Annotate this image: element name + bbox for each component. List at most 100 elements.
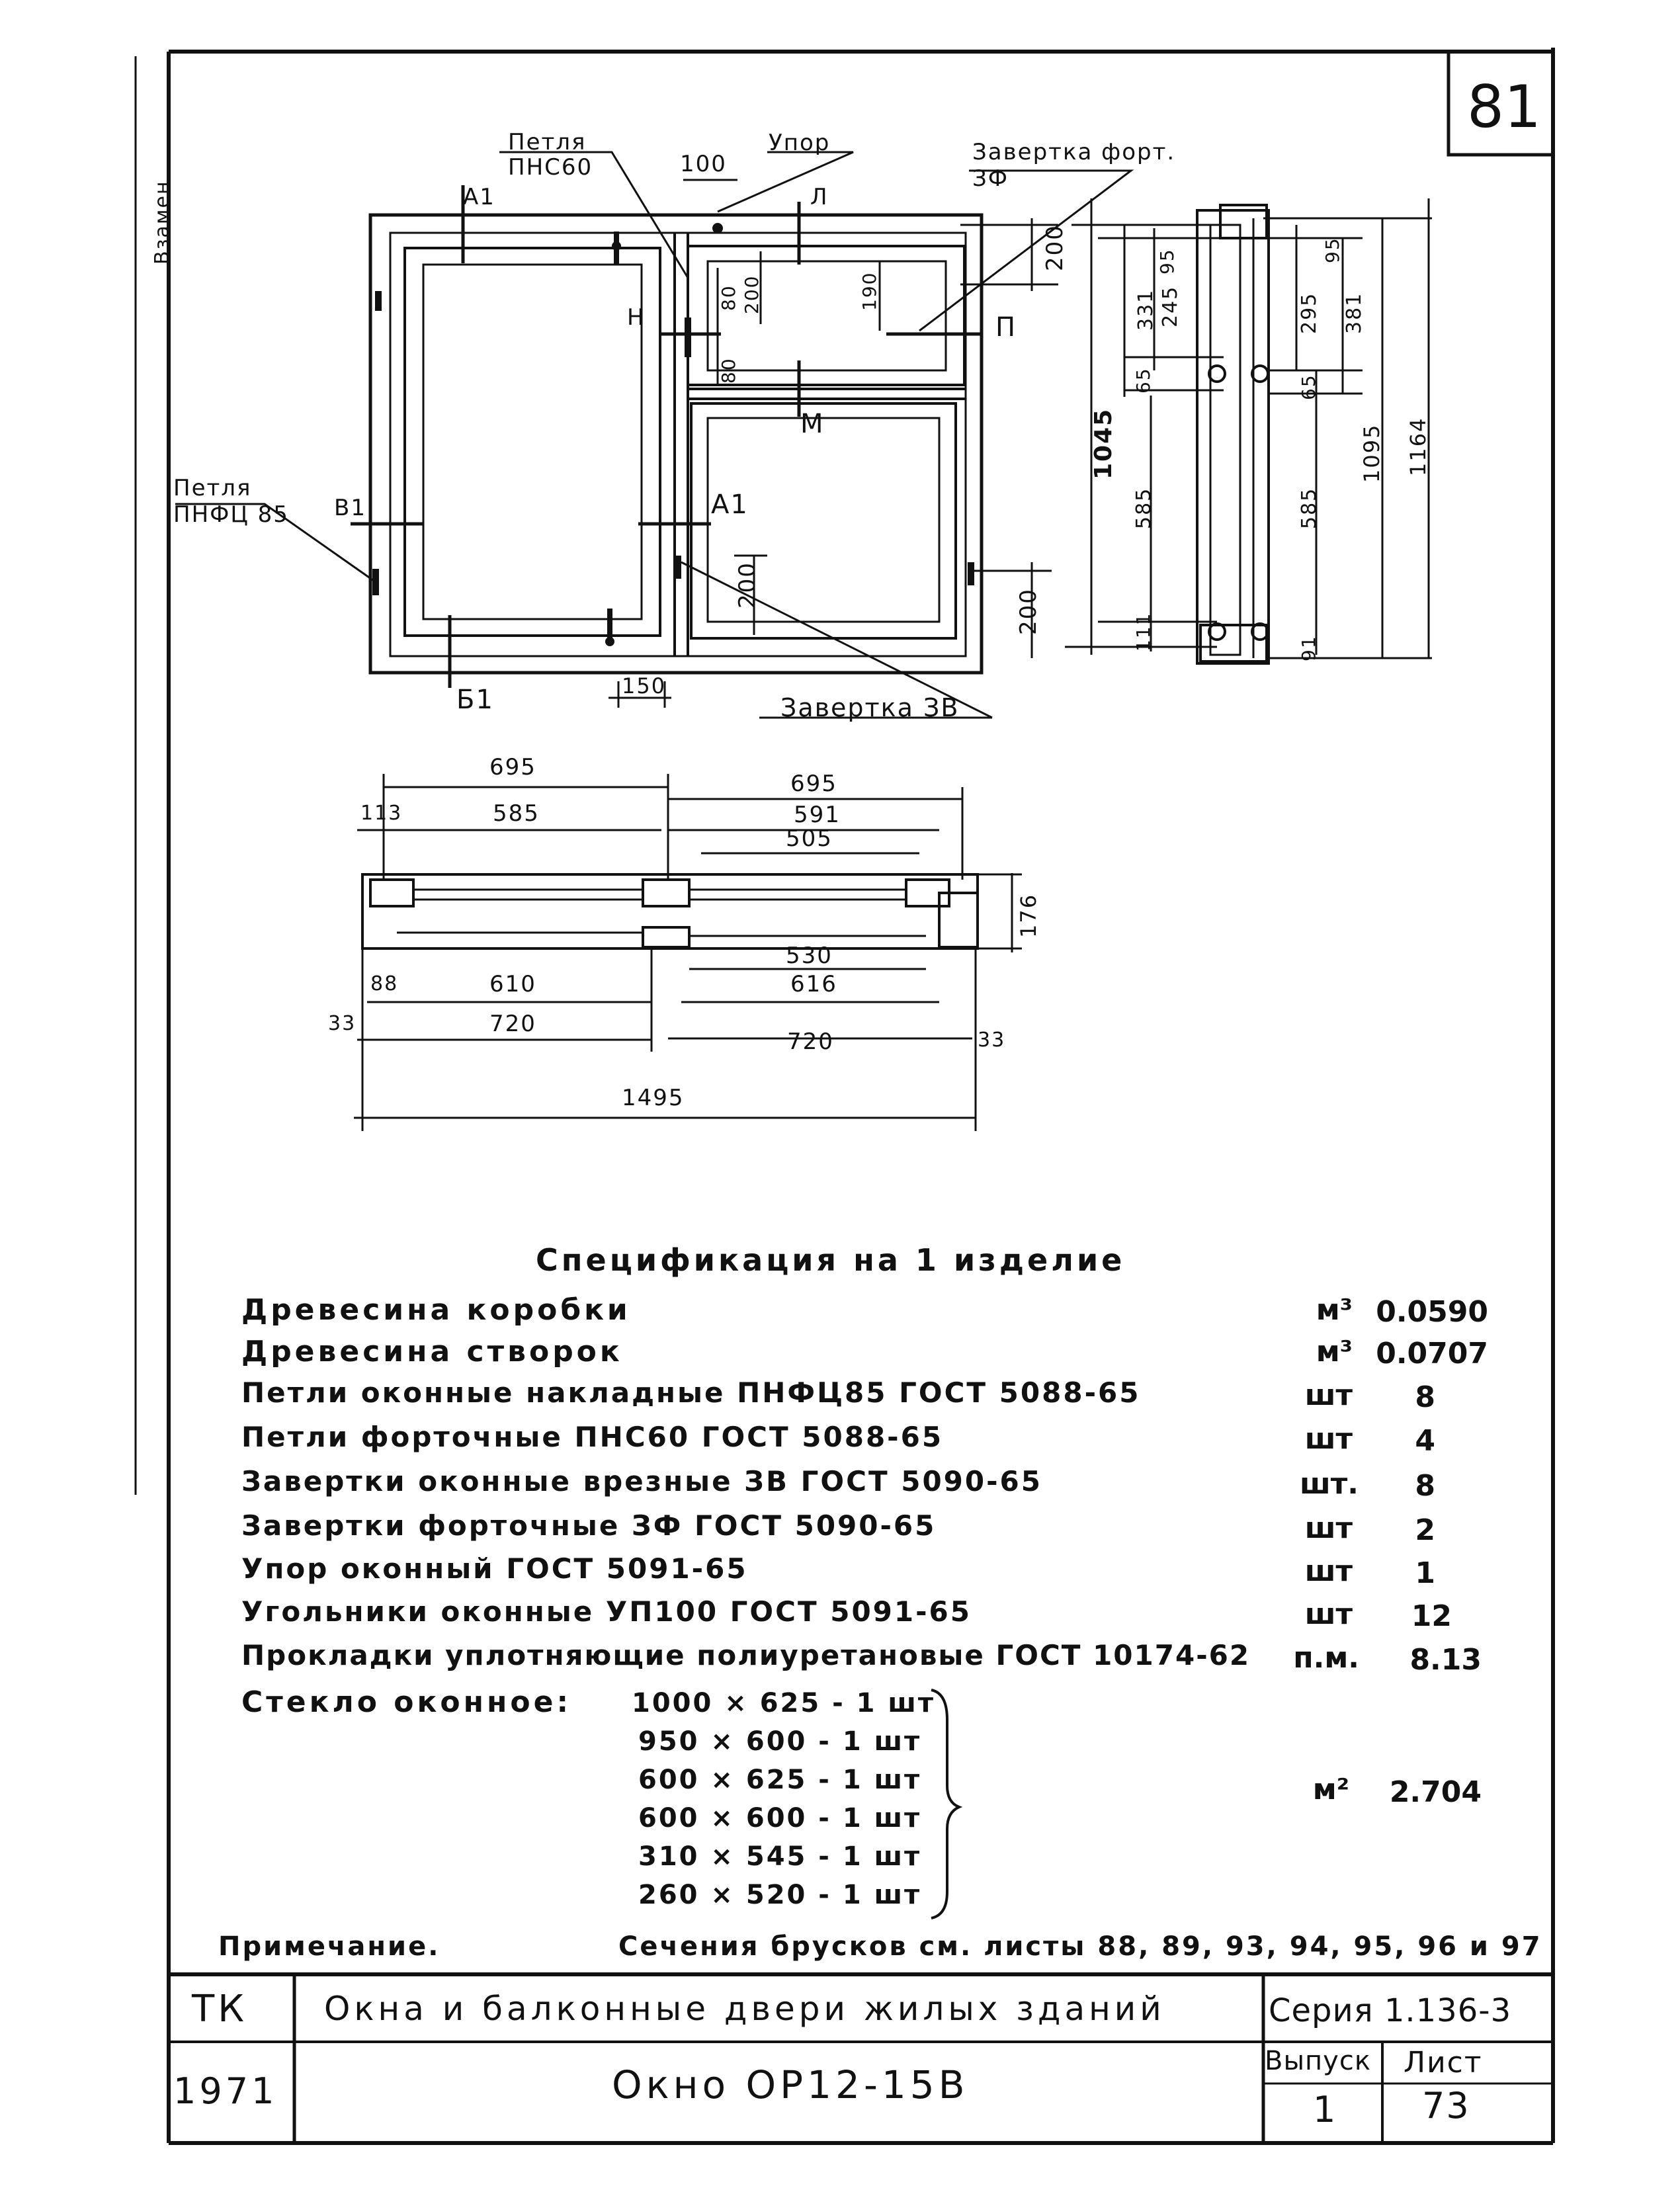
tb-org: ТК bbox=[192, 1988, 247, 2031]
spec-row-8-name: Прокладки уплотняющие полиуретановые ГОС… bbox=[241, 1639, 1251, 1671]
vertical-section-frame bbox=[1196, 209, 1270, 665]
note-text: Сечения брусков см. листы 88, 89, 93, 94… bbox=[618, 1931, 1542, 1962]
spec-row-2-qty: 8 bbox=[1415, 1380, 1435, 1414]
glass-item-1: 950 × 600 - 1 шт bbox=[638, 1726, 922, 1757]
label-latch-zv: Завертка ЗВ bbox=[780, 693, 960, 722]
dim-plan-8: 88 bbox=[370, 972, 399, 995]
dim-front-7: 200 bbox=[1015, 588, 1042, 635]
glass-item-5: 260 × 520 - 1 шт bbox=[638, 1880, 922, 1910]
spec-row-8-qty: 8.13 bbox=[1409, 1643, 1482, 1677]
spec-row-0-name: Древесина коробки bbox=[241, 1293, 631, 1327]
spec-row-6-unit: шт bbox=[1304, 1554, 1353, 1588]
tb-title: Окна и балконные двери жилых зданий bbox=[324, 1990, 1165, 2028]
spec-row-4-unit: шт. bbox=[1300, 1467, 1359, 1501]
right-sash-outer bbox=[690, 402, 957, 640]
spec-row-4-name: Завертки оконные врезные ЗВ ГОСТ 5090-65 bbox=[241, 1465, 1042, 1497]
dim-plan-3: 585 bbox=[493, 800, 540, 827]
tb-issue: 1 bbox=[1313, 2089, 1337, 2130]
spec-row-1-qty: 0.0707 bbox=[1376, 1337, 1488, 1370]
spec-row-7-qty: 12 bbox=[1411, 1599, 1452, 1633]
dim-sect-9: 381 bbox=[1343, 292, 1366, 334]
label-vent-latch: Завертка форт. ЗФ bbox=[972, 139, 1176, 192]
dim-front-4: 190 bbox=[859, 271, 880, 311]
spec-row-7-unit: шт bbox=[1304, 1597, 1353, 1631]
dim-sect-5: 585 bbox=[1132, 487, 1155, 529]
glass-item-0: 1000 × 625 - 1 шт bbox=[632, 1688, 936, 1718]
mark-l: Л bbox=[810, 184, 829, 210]
window-outer-frame bbox=[368, 213, 984, 675]
dim-front-0: 100 bbox=[680, 151, 727, 177]
dim-sect-1: 245 bbox=[1159, 285, 1182, 327]
dim-plan-7: 530 bbox=[786, 943, 833, 969]
dim-sect-14: 91 bbox=[1298, 635, 1320, 661]
glass-label: Стекло оконное: bbox=[241, 1685, 572, 1719]
spec-row-3-unit: шт bbox=[1304, 1422, 1353, 1456]
dim-sect-3: 65 bbox=[1132, 367, 1154, 394]
spec-row-6-name: Упор оконный ГОСТ 5091-65 bbox=[241, 1552, 748, 1585]
glass-unit: м² bbox=[1312, 1773, 1349, 1806]
tb-year: 1971 bbox=[173, 2070, 278, 2112]
vent-sash-outer bbox=[687, 245, 966, 386]
spec-row-5-qty: 2 bbox=[1415, 1513, 1435, 1547]
spec-row-3-name: Петли форточные ПНС60 ГОСТ 5088-65 bbox=[241, 1421, 944, 1453]
note-label: Примечание. bbox=[218, 1931, 441, 1962]
dim-sect-13: 585 bbox=[1298, 487, 1321, 529]
dim-plan-5: 505 bbox=[786, 825, 833, 852]
spec-row-5-unit: шт bbox=[1304, 1511, 1353, 1545]
spec-row-2-name: Петли оконные накладные ПНФЦ85 ГОСТ 5088… bbox=[241, 1376, 1141, 1409]
spec-title: Спецификация на 1 изделие bbox=[536, 1242, 1126, 1278]
label-stop: Упор bbox=[769, 130, 831, 156]
margin-note: Взамен bbox=[151, 180, 174, 265]
spec-row-8-unit: п.м. bbox=[1293, 1641, 1359, 1675]
mark-a1-top: А1 bbox=[463, 184, 495, 210]
dim-sect-10: 65 bbox=[1298, 374, 1320, 400]
dim-plan-10: 616 bbox=[790, 971, 837, 997]
left-sash-outer bbox=[403, 247, 661, 637]
dim-plan-14: 33 bbox=[978, 1029, 1006, 1052]
spec-row-3-qty: 4 bbox=[1415, 1424, 1435, 1458]
spec-row-5-name: Завертки форточные ЗФ ГОСТ 5090-65 bbox=[241, 1509, 937, 1542]
window-inner-frame bbox=[389, 231, 967, 657]
spec-row-4-qty: 8 bbox=[1415, 1469, 1435, 1503]
spec-row-6-qty: 1 bbox=[1415, 1556, 1435, 1590]
dim-plan-9: 610 bbox=[489, 971, 536, 997]
glass-qty: 2.704 bbox=[1389, 1775, 1482, 1809]
spec-row-1-name: Древесина створок bbox=[241, 1335, 623, 1368]
vent-sash-inner bbox=[706, 260, 947, 372]
glass-item-2: 600 × 625 - 1 шт bbox=[638, 1765, 922, 1795]
dim-front-3: 200 bbox=[741, 274, 763, 314]
spec-row-1-unit: м³ bbox=[1316, 1335, 1353, 1368]
plan-section-frame bbox=[361, 873, 979, 950]
dim-front-5: 80 bbox=[718, 357, 739, 384]
mark-n: Н bbox=[627, 304, 646, 331]
dim-sect-2: 95 bbox=[1156, 248, 1178, 274]
spec-row-0-unit: м³ bbox=[1316, 1293, 1353, 1327]
mark-a1-mid: А1 bbox=[711, 489, 749, 520]
right-sash-inner bbox=[706, 417, 941, 623]
dim-plan-6: 176 bbox=[1016, 893, 1041, 938]
dim-plan-15: 1495 bbox=[622, 1085, 685, 1111]
dim-plan-11: 33 bbox=[328, 1012, 357, 1035]
dim-front-8: 150 bbox=[622, 673, 667, 698]
dim-plan-13: 720 bbox=[787, 1029, 834, 1055]
tb-issue-label: Выпуск bbox=[1265, 2046, 1371, 2076]
mark-p: П bbox=[995, 312, 1017, 343]
dim-sect-8: 295 bbox=[1298, 292, 1321, 334]
glass-item-4: 310 × 545 - 1 шт bbox=[638, 1841, 922, 1872]
dim-sect-0: 331 bbox=[1134, 288, 1157, 331]
spec-row-2-unit: шт bbox=[1304, 1378, 1353, 1412]
dim-plan-4: 591 bbox=[794, 802, 841, 828]
dim-plan-0: 695 bbox=[489, 754, 536, 780]
spec-row-0-qty: 0.0590 bbox=[1376, 1295, 1488, 1329]
mark-b1-left: В1 bbox=[334, 495, 366, 521]
dim-sect-4: 1045 bbox=[1090, 407, 1117, 480]
dim-sect-7: 95 bbox=[1322, 237, 1343, 263]
tb-sheet-label: Лист bbox=[1404, 2046, 1483, 2080]
tb-name: Окно ОР12-15В bbox=[612, 2062, 969, 2107]
dim-plan-12: 720 bbox=[489, 1011, 536, 1037]
sheet-number-box bbox=[1447, 52, 1553, 157]
glass-item-3: 600 × 600 - 1 шт bbox=[638, 1803, 922, 1833]
dim-front-6: 200 bbox=[734, 562, 761, 609]
